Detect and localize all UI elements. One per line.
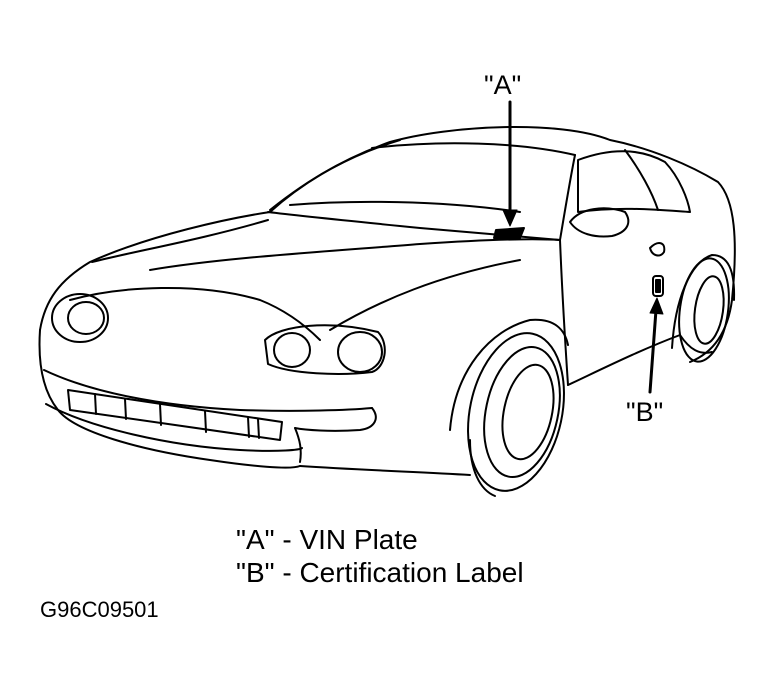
door-front-edge (559, 239, 569, 386)
bumper-lower-lip (294, 427, 302, 463)
legend: "A" - VIN Plate "B" - Certification Labe… (236, 523, 524, 589)
dash-line (289, 200, 521, 213)
headlight-housing (264, 324, 386, 375)
windshield-right-pillar (559, 154, 576, 241)
door-handle (649, 242, 666, 257)
rear-tire (678, 257, 730, 363)
front-tire-inner (483, 346, 561, 478)
intake-divider-3 (159, 403, 162, 426)
callout-a-arrowhead (502, 209, 518, 227)
roof-line (371, 142, 576, 156)
left-headlight-outer (51, 293, 109, 343)
rear-rim (693, 275, 725, 345)
rear-wheel-arch (671, 254, 736, 349)
callout-b-arrowhead (649, 297, 664, 315)
front-bumper-bottom (45, 403, 303, 452)
legend-item-certification-label: "B" - Certification Label (236, 557, 524, 588)
bumper-right-end (294, 407, 377, 432)
hood-right-edge (329, 259, 521, 331)
windshield-left-pillar (269, 139, 401, 211)
car-lower-body (38, 329, 301, 469)
hood-crease-left (91, 219, 269, 263)
legend-item-vin-plate: "A" - VIN Plate (236, 524, 418, 555)
callout-a-label: "A" (484, 70, 522, 100)
front-tire (467, 332, 565, 492)
intake-divider-6 (257, 418, 260, 439)
front-wheel-arch (449, 318, 569, 431)
front-fender-lower (299, 465, 471, 476)
callout-b-label: "B" (626, 397, 664, 427)
door-bottom-edge (567, 334, 681, 386)
vin-plate-marker (493, 227, 525, 239)
right-headlight-outer (337, 331, 383, 373)
rear-quarter-panel (679, 334, 713, 354)
front-bumper-top (43, 369, 373, 412)
air-intake (67, 389, 283, 441)
intake-divider-2 (124, 398, 127, 420)
left-headlight (67, 301, 105, 335)
side-window (577, 150, 691, 213)
intake-divider-4 (204, 410, 207, 433)
callout-b-arrow-line (648, 308, 658, 394)
car-body-outline (39, 126, 736, 363)
hood-crease-center (149, 238, 561, 271)
intake-divider-5 (247, 416, 250, 438)
side-mirror (569, 207, 630, 238)
intake-divider-1 (94, 393, 97, 415)
front-rim (501, 363, 555, 461)
side-window-divider (624, 149, 659, 211)
front-tire-tread (469, 439, 496, 497)
certification-label-inner (655, 279, 661, 293)
figure-code: G96C09501 (40, 597, 159, 622)
right-headlight-inner (273, 332, 311, 368)
